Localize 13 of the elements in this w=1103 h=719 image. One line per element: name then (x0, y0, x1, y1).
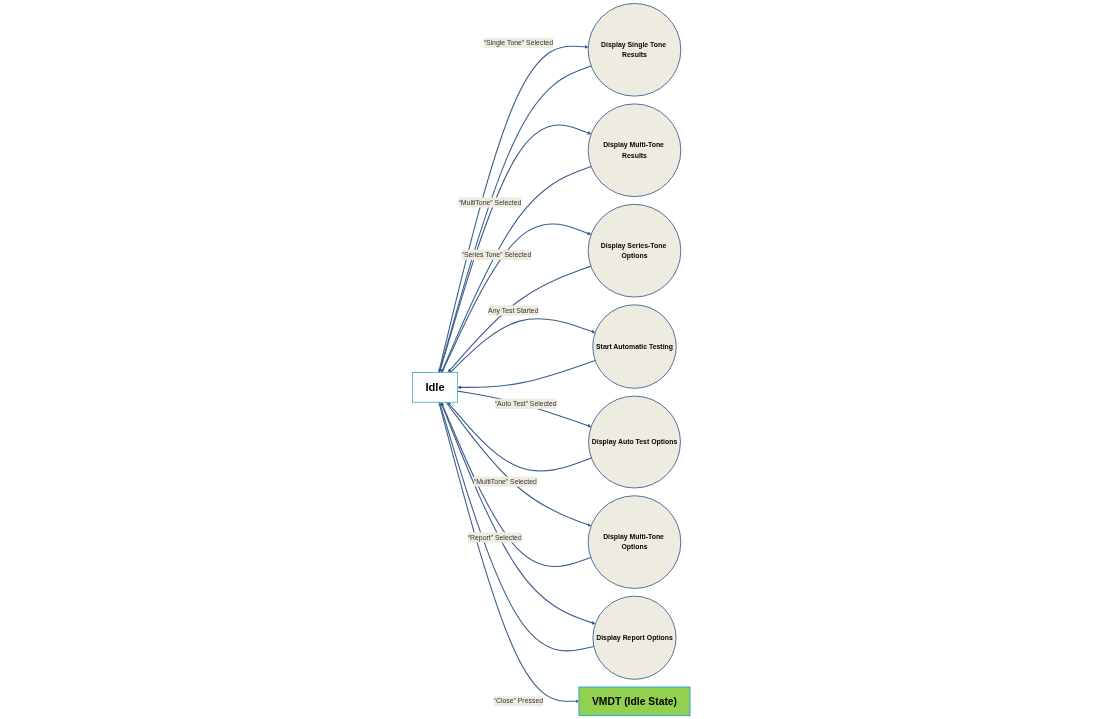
arrow (447, 402, 593, 472)
arrow (441, 223, 592, 374)
arrow (457, 390, 592, 428)
arrow (441, 165, 592, 373)
arrow (448, 265, 592, 373)
arrow (445, 401, 592, 527)
arrow (457, 359, 596, 390)
node-box: VMDT (Idle State) (578, 686, 691, 717)
arrow (438, 401, 580, 704)
arrow (449, 318, 596, 374)
arrow (439, 124, 592, 374)
node-box: Idle (412, 372, 459, 403)
arrow (441, 402, 592, 568)
